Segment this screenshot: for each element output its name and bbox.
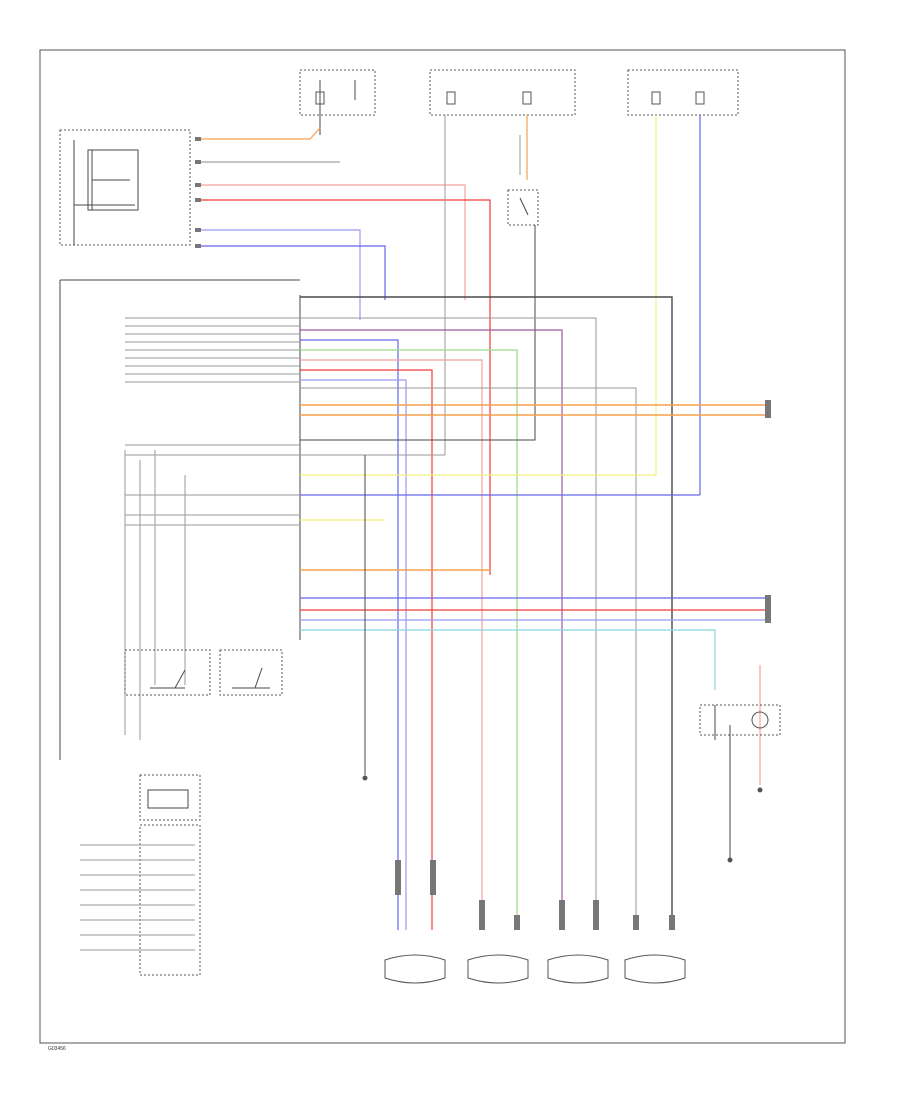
wire-gray-h1 — [300, 317, 597, 930]
connector-pins-upper — [195, 137, 201, 248]
wire-cyan-out — [300, 629, 716, 690]
wire-pink-upper — [201, 184, 466, 300]
memory-switch-block — [80, 774, 201, 976]
seat-switch-lower-left — [124, 649, 211, 696]
wire-gray-h2 — [300, 387, 637, 930]
fuse-box-left — [299, 69, 376, 135]
wire-orange-upper — [201, 127, 321, 140]
fuse-box-center — [429, 69, 576, 116]
motor-icon — [467, 954, 529, 984]
ground-icon — [727, 857, 733, 863]
fuse-icon — [651, 91, 661, 105]
footer-code: G03456 — [48, 1046, 66, 1052]
module-signal-lines — [125, 317, 300, 526]
motor-icon — [751, 711, 769, 729]
seat-heater-right — [699, 665, 781, 863]
seat-switch-assembly-upper — [59, 129, 191, 246]
wire-black-main — [300, 296, 673, 930]
connector-right-orange — [765, 400, 771, 418]
connector-icon — [757, 787, 763, 793]
motor-connectors — [395, 860, 675, 930]
motor-icon — [547, 954, 609, 984]
wire-blue-upper-2 — [201, 245, 386, 300]
relay-center — [507, 189, 539, 430]
wire-green — [300, 349, 518, 930]
wire-pink-h1 — [300, 359, 483, 930]
ground-icon — [362, 455, 368, 781]
connector-right-lower — [765, 595, 771, 623]
wire-purple — [300, 329, 563, 930]
fuse-icon — [522, 91, 532, 105]
wire-lightblue-h1 — [300, 379, 407, 930]
wire-blue-h1 — [300, 339, 399, 930]
seat-control-module — [59, 279, 301, 760]
wire-black-relay — [300, 430, 536, 441]
motor-icon — [624, 954, 686, 984]
wire-blue-upper — [201, 229, 361, 320]
motor-icon — [384, 954, 446, 984]
fuse-icon — [695, 91, 705, 105]
wire-red-h1 — [300, 369, 433, 930]
wire-red-upper — [201, 199, 491, 575]
seat-switch-lower-right — [219, 649, 283, 696]
diagram-frame — [39, 49, 846, 1044]
fuse-icon — [446, 91, 456, 105]
fuse-icon — [315, 91, 325, 105]
fuse-box-right — [627, 69, 739, 116]
